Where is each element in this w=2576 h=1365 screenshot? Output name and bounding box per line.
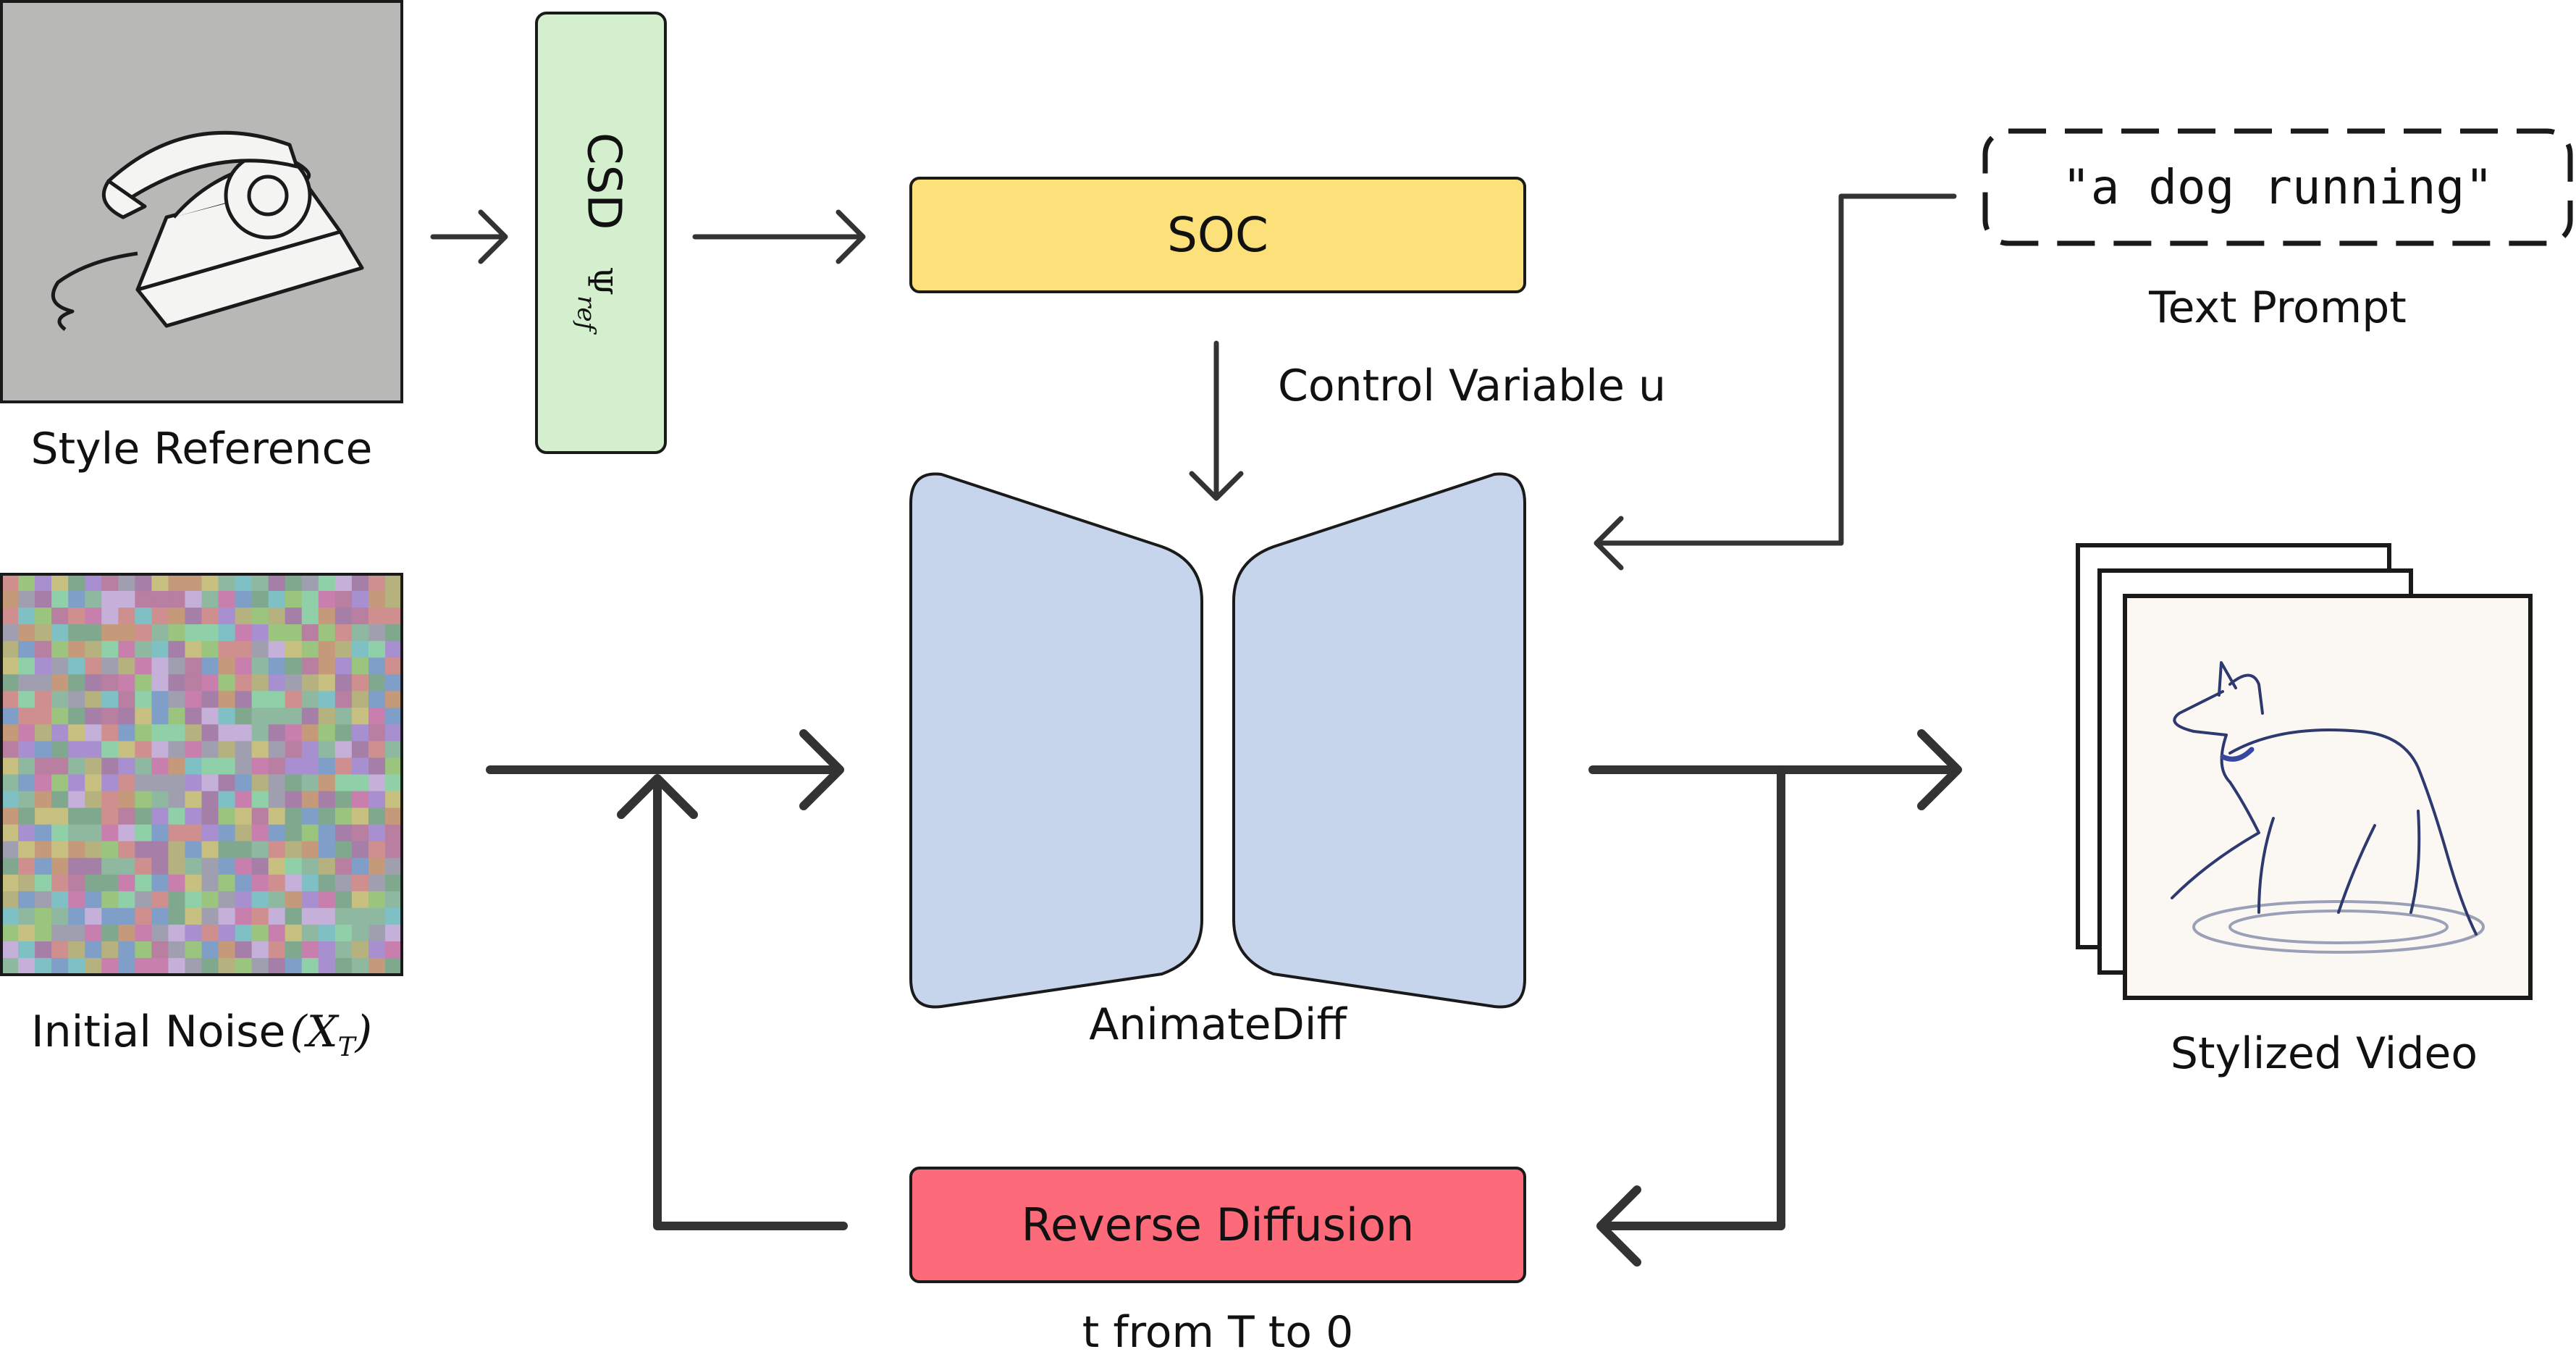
arrow-animatediff-to-video: [1588, 729, 1962, 810]
csd-label-group: CSD Ψref: [572, 133, 631, 331]
arrow-reverse-diffusion-loop: [617, 774, 848, 1230]
initial-noise-label: Initial Noise(XT): [0, 1007, 403, 1062]
stylized-video-frames: [2076, 543, 2533, 1000]
style-reference-image: [0, 0, 403, 403]
psi-subscript: ref: [571, 295, 601, 332]
arrow-style-to-csd: [430, 209, 508, 264]
arrow-loop-to-reverse-diffusion: [1596, 765, 1785, 1267]
arrow-noise-to-animatediff: [486, 729, 844, 810]
noise-subscript: T: [337, 1033, 355, 1062]
arrow-prompt-to-animatediff: [1594, 193, 1957, 571]
soc-label: SOC: [911, 178, 1525, 292]
text-prompt-value: "a dog running": [1985, 131, 2570, 243]
soc-box: [909, 177, 1526, 293]
reverse-diffusion-sublabel: t from T to 0: [1082, 1307, 1354, 1358]
psi-symbol: Ψ: [580, 266, 620, 296]
reverse-diffusion-box: [909, 1167, 1526, 1283]
stylized-video-label: Stylized Video: [2170, 1028, 2478, 1079]
arrow-csd-to-soc: [692, 209, 866, 264]
initial-noise-text: Initial Noise: [30, 1007, 286, 1057]
control-variable-label: Control Variable u: [1278, 361, 1666, 411]
soc-text: SOC: [1167, 207, 1268, 263]
reverse-diffusion-label: Reverse Diffusion: [911, 1168, 1525, 1282]
animatediff-label: AnimateDiff: [1089, 999, 1347, 1050]
animatediff-encoder-shape: [909, 472, 1203, 1009]
text-prompt-text: "a dog running": [2061, 159, 2494, 215]
reverse-diffusion-text: Reverse Diffusion: [1021, 1198, 1415, 1251]
arrow-soc-to-animatediff: [1189, 340, 1244, 501]
text-prompt-label: Text Prompt: [2149, 282, 2407, 333]
noise-symbol: X: [306, 1007, 338, 1057]
initial-noise-math: (XT): [290, 1007, 373, 1062]
csd-box: [535, 12, 667, 454]
animatediff-decoder-shape: [1232, 472, 1526, 1009]
initial-noise-image: [1, 574, 403, 975]
csd-label: CSD: [576, 132, 631, 230]
style-reference-label: Style Reference: [30, 424, 373, 474]
